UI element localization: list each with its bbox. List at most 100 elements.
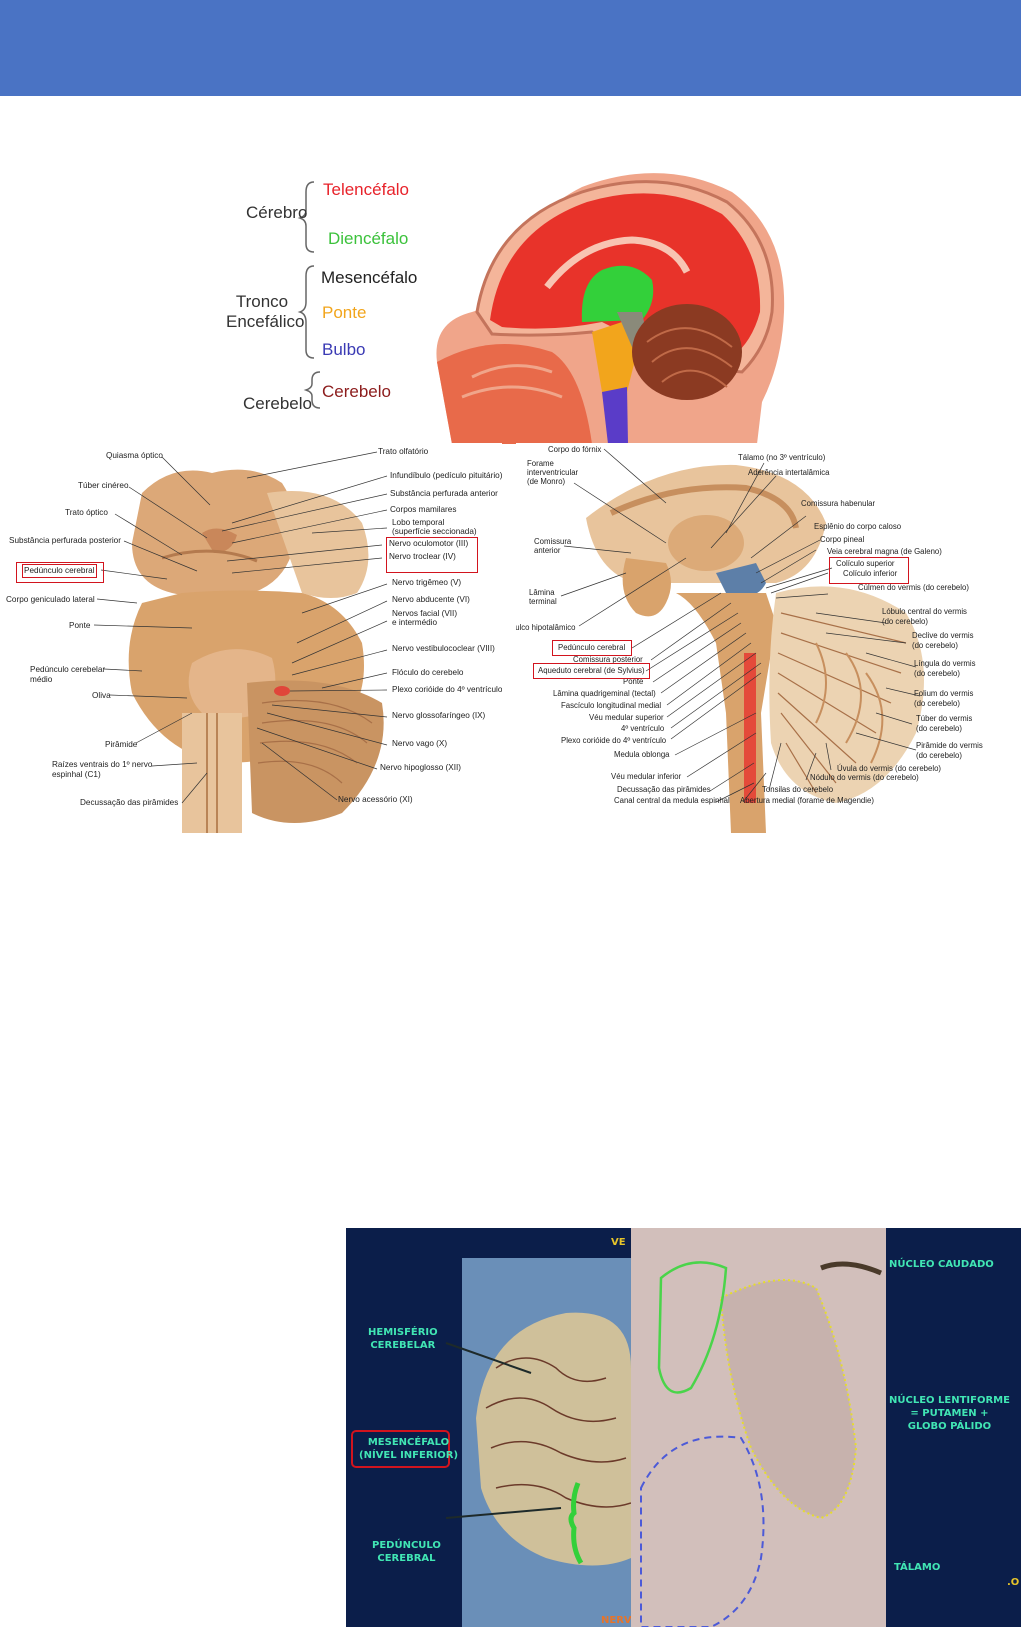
highlight-box [533, 663, 650, 679]
label-talamo: TÁLAMO [894, 1562, 941, 1573]
sagittal-label: (do cerebelo) [914, 669, 960, 678]
legend-item-bulbo: Bulbo [322, 340, 366, 359]
label-peduncle: PEDÚNCULO CEREBRAL [372, 1540, 441, 1564]
sagittal-label: Tálamo (no 3º ventrículo) [738, 453, 826, 462]
ventral-label: Nervo hipoglosso (XII) [380, 763, 461, 772]
sagittal-label: Língula do vermis [914, 659, 976, 668]
ventral-label: Flóculo do cerebelo [392, 668, 464, 677]
sagittal-label: 4º ventrículo [621, 724, 665, 733]
ventral-label: Substância perfurada posterior [9, 536, 121, 545]
mesencephalon-photo-panel: HEMISFÉRIO CEREBELAR MESENCÉFALO (NÍVEL I… [346, 1228, 631, 1627]
ventral-label: Ponte [69, 621, 91, 630]
ventral-label: (superfície seccionada) [392, 527, 477, 536]
sagittal-label: terminal [529, 597, 557, 606]
legend-group-tronco: Tronco Encefálico [226, 292, 305, 331]
ventral-label: Substância perfurada anterior [390, 489, 498, 498]
sagittal-label: Comissura habenular [801, 499, 876, 508]
highlight-box [386, 537, 478, 573]
legend-item-mesencéfalo: Mesencéfalo [321, 268, 418, 287]
ventral-label: Raízes ventrais do 1º nervo [52, 760, 153, 769]
sagittal-label: Comissura posterior [573, 655, 643, 664]
sagittal-label: Úvula do vermis (do cerebelo) [837, 764, 942, 773]
brain-photo [351, 1258, 631, 1627]
sagittal-label: Lóbulo central do vermis [882, 607, 967, 616]
sagittal-label: Comissura [534, 537, 572, 546]
legend-braces [297, 181, 321, 409]
ventral-label: espinhal (C1) [52, 770, 101, 779]
ventral-label: Nervo glossofaríngeo (IX) [392, 711, 486, 720]
ventral-label: Túber cinéreo [78, 481, 129, 490]
sagittal-label: Aderência intertalâmica [748, 468, 830, 477]
ventral-label: e intermédio [392, 618, 438, 627]
ventral-label: Quiasma óptico [106, 451, 163, 460]
ventral-label: Infundíbulo (pedículo pituitário) [390, 471, 502, 480]
sagittal-label: Plexo corióide do 4º ventrículo [561, 736, 667, 745]
sagittal-brainstem-drawing [516, 443, 1021, 843]
sagittal-label: Nódulo do vermis (do cerebelo) [810, 773, 919, 782]
sagittal-label: Tonsilas do cerebelo [762, 785, 834, 794]
ventral-label: Plexo corióide do 4º ventrículo [392, 685, 502, 694]
legend-group-cerebro: Cérebro [246, 203, 308, 222]
ventral-label: Decussação das pirâmides [80, 798, 179, 807]
label-fragment-right: .O [1007, 1577, 1020, 1588]
sagittal-label: Abertura medial (forame de Magendie) [740, 796, 874, 805]
header-banner [0, 0, 1021, 96]
legend-item-diencéfalo: Diencéfalo [328, 229, 409, 248]
legend-item-telencéfalo: Telencéfalo [323, 180, 410, 199]
sagittal-label: Corpo pineal [820, 535, 865, 544]
ventral-label: Lobo temporal [392, 518, 445, 527]
ventral-label: Nervo troclear (IV) [389, 552, 456, 561]
sagittal-label: Túber do vermis [916, 714, 973, 723]
sagittal-label: Fascículo longitudinal medial [561, 701, 662, 710]
sagittal-label: Medula oblonga [614, 750, 670, 759]
sagittal-label: interventricular [527, 468, 579, 477]
label-hemisferio-cerebelar: HEMISFÉRIO CEREBELAR [368, 1327, 438, 1351]
highlight-box [16, 562, 104, 583]
ventral-label: Corpo geniculado lateral [6, 595, 95, 604]
sagittal-label: (do cerebelo) [916, 724, 962, 733]
label-fragment-top: VE [611, 1237, 626, 1248]
ventral-label: Nervo vago (X) [392, 739, 448, 748]
ventral-label: Oliva [92, 691, 111, 700]
sagittal-label: Aqueduto cerebral (de Sylvius) [538, 666, 645, 675]
ventral-label: Pedúnculo cerebelar [30, 665, 106, 674]
label-mesencefalo: MESENCÉFALO (NÍVEL INFERIOR) [359, 1437, 459, 1461]
sagittal-label: Corpo do fórnix [548, 445, 602, 454]
highlight-box [552, 640, 632, 656]
section-photo [631, 1228, 886, 1627]
sagittal-label: Declive do vermis [912, 631, 974, 640]
highlight-box [829, 557, 909, 584]
ventral-label: Nervo trigêmeo (V) [392, 578, 462, 587]
sagittal-label: (do cerebelo) [914, 699, 960, 708]
brain-sagittal-illustration [436, 173, 785, 444]
ventral-label: Pirâmide [105, 740, 138, 749]
sagittal-label: Cúlmen do vermis (do cerebelo) [858, 583, 969, 592]
sagittal-label: (do cerebelo) [916, 751, 962, 760]
sagittal-label: Canal central da medula espinhal [614, 796, 730, 805]
sagittal-label: Forame [527, 459, 554, 468]
sagittal-label: Decussação das pirâmides [617, 785, 711, 794]
ventral-label: Trato olfatório [378, 447, 429, 456]
sagittal-label: Colículo inferior [843, 569, 898, 578]
sagittal-label: Veia cerebral magna (de Galeno) [827, 547, 942, 556]
legend-item-ponte: Ponte [322, 303, 367, 322]
ventral-label: Nervos facial (VII) [392, 609, 458, 618]
ventral-label: Pedúnculo cerebral [22, 564, 97, 578]
label-nucleo-lentiforme: NÚCLEO LENTIFORME = PUTAMEN + GLOBO PÁLI… [889, 1395, 1010, 1432]
ventral-label: Corpos mamilares [390, 505, 457, 514]
sagittal-label: Pirâmide do vermis [916, 741, 983, 750]
label-fragment-bottom: NERV [601, 1615, 631, 1626]
sagittal-label: Lâmina quadrigeminal (tectal) [553, 689, 656, 698]
legend-item-cerebelo: Cerebelo [322, 382, 391, 401]
ventral-label: Nervo oculomotor (III) [389, 539, 469, 548]
sagittal-label: Pedúnculo cerebral [558, 643, 626, 652]
sagittal-label: Folium do vermis [914, 689, 974, 698]
sagittal-label: Esplênio do corpo caloso [814, 522, 902, 531]
ventral-brainstem-drawing [2, 443, 502, 843]
sagittal-label: (de Monro) [527, 477, 566, 486]
sagittal-label: Véu medular superior [589, 713, 664, 722]
